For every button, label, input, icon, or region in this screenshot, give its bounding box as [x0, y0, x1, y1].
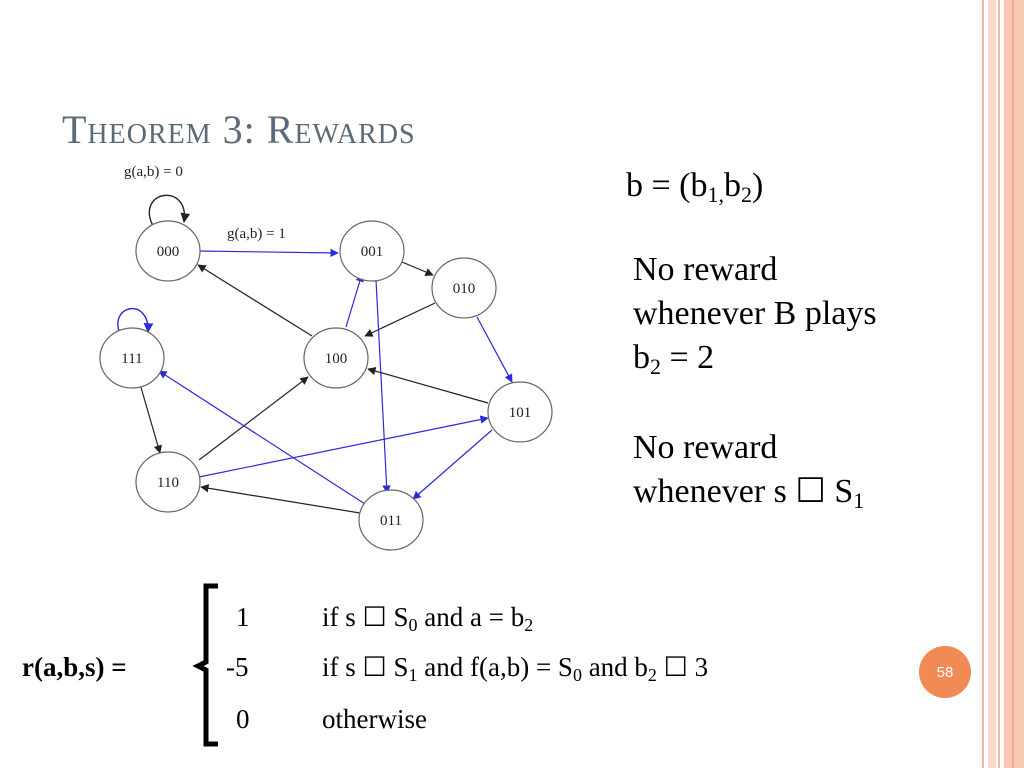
edge-label-self-loop: g(a,b) = 0: [124, 164, 183, 180]
edge-011-110: [200, 484, 361, 514]
piecewise-brace: [192, 583, 218, 747]
edge-110-101: [198, 415, 489, 478]
edge-110-100: [198, 376, 309, 461]
edge-100-001: [345, 273, 364, 328]
case-value: 0: [236, 704, 250, 734]
slide-title: Theorem 3: Rewards: [62, 107, 416, 152]
edge-101-100: [367, 367, 489, 404]
node-001: 001: [339, 220, 405, 282]
node-100: 100: [303, 327, 369, 389]
node-011: 011: [358, 489, 424, 551]
node-111: 111: [99, 327, 165, 389]
node-010: 010: [431, 257, 497, 319]
edge-000-001: [196, 248, 339, 258]
svg-text:011: 011: [380, 513, 402, 529]
edge-100-000: [197, 264, 313, 337]
node-110: 110: [135, 451, 201, 513]
case-condition: if s ☐ S0 and a = b2: [322, 602, 534, 635]
svg-text:100: 100: [325, 351, 348, 367]
svg-text:111: 111: [121, 351, 142, 367]
svg-text:101: 101: [509, 405, 532, 421]
edge-001-011: [375, 279, 391, 494]
case-condition: if s ☐ S1 and f(a,b) = S0 and b2 ☐ 3: [322, 652, 709, 685]
edge-011-111: [158, 370, 366, 505]
decor-stripe: [982, 0, 984, 768]
rule-b2: No reward whenever B plays b2 = 2: [633, 251, 877, 379]
edge-111-110: [139, 383, 162, 454]
edge-000-self: [148, 194, 191, 227]
decor-stripe: [1004, 0, 1024, 768]
case-condition: otherwise: [322, 704, 427, 734]
decor-stripe: [998, 0, 1000, 768]
edge-001-010: [401, 261, 434, 276]
state-transition-diagram: g(a,b) = 0 g(a,b) = 1 000 001 010 100 11…: [99, 164, 553, 551]
case-value: 1: [236, 602, 250, 632]
edge-010-101: [476, 316, 513, 383]
decor-stripe: [1012, 0, 1014, 768]
reward-lhs: r(a,b,s) =: [22, 652, 127, 682]
svg-text:000: 000: [157, 244, 180, 260]
svg-text:110: 110: [157, 475, 179, 491]
svg-text:010: 010: [453, 281, 476, 297]
edge-111-self: [117, 307, 154, 337]
edge-label-transition: g(a,b) = 1: [227, 226, 286, 242]
node-101: 101: [487, 381, 553, 443]
decor-stripe: [988, 0, 996, 768]
page-number-badge: 58: [919, 646, 971, 698]
edges: [117, 194, 513, 514]
rule-s1: No reward whenever s ☐ S1: [633, 429, 865, 513]
case-value: -5: [226, 652, 249, 682]
edge-101-011: [412, 429, 493, 500]
edge-010-100: [364, 302, 436, 337]
svg-text:001: 001: [361, 244, 384, 260]
b-definition: b = (b1,b2): [626, 167, 764, 207]
node-000: 000: [135, 220, 201, 282]
